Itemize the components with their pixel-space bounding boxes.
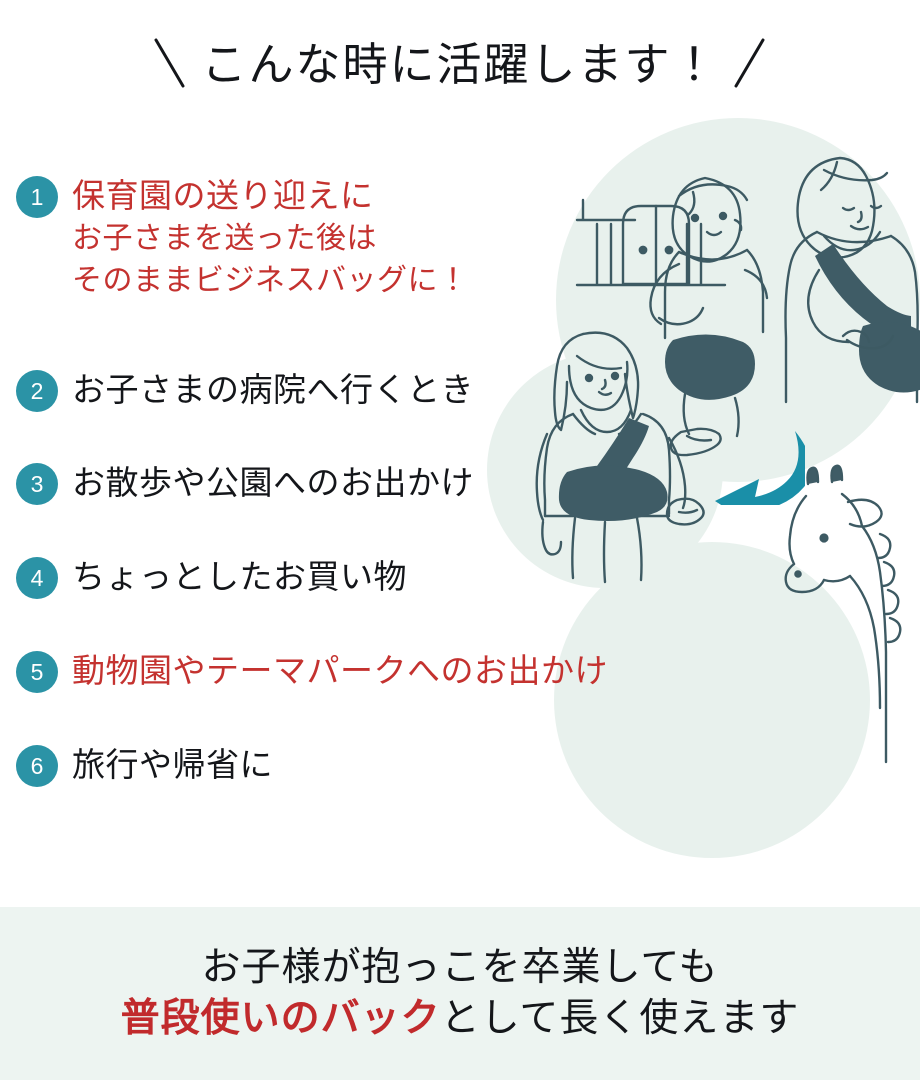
list-item-subline: そのままビジネスバッグに！ — [72, 264, 469, 298]
list-item-body: 保育園の送り迎えに お子さまを送った後は そのままビジネスバッグに！ — [72, 176, 469, 302]
curved-down-left-arrow-icon — [715, 431, 805, 505]
list-item-number-badge: 3 — [16, 463, 58, 505]
page-title-text: こんな時に活躍します！ — [201, 38, 719, 90]
list-item: 4 ちょっとしたお買い物 — [16, 557, 407, 599]
list-item: 3 お散歩や公園へのお出かけ — [16, 463, 474, 505]
list-item-body: お散歩や公園へのお出かけ — [72, 463, 474, 503]
list-item-number-badge: 1 — [16, 176, 58, 218]
illustration-woman-with-sling-bag — [535, 331, 705, 584]
banner-rest-text: として長く使えます — [440, 996, 800, 1040]
list-item-number-badge: 5 — [16, 651, 58, 693]
banner-line-1: お子様が抱っこを卒業しても — [201, 945, 719, 989]
list-item-title: 保育園の送り迎えに — [72, 177, 374, 214]
list-item-body: 動物園やテーマパークへのお出かけ — [72, 651, 608, 691]
list-item-number-badge: 4 — [16, 557, 58, 599]
illustration-parent-holding-child — [575, 156, 920, 457]
list-item-body: 旅行や帰省に — [72, 745, 273, 785]
list-item-subtext: お子さまを送った後は そのままビジネスバッグに！ — [72, 219, 469, 302]
list-item: 1 保育園の送り迎えに お子さまを送った後は そのままビジネスバッグに！ — [16, 176, 469, 302]
list-item: 6 旅行や帰省に — [16, 745, 273, 787]
list-item-number-badge: 2 — [16, 370, 58, 412]
list-item-title: 動物園やテーマパークへのお出かけ — [72, 652, 608, 689]
list-item-title: お散歩や公園へのお出かけ — [72, 464, 474, 501]
list-item-body: お子さまの病院へ行くとき — [72, 370, 474, 410]
bottom-banner: お子様が抱っこを卒業しても 普段使いのバックとして長く使えます — [0, 907, 920, 1080]
list-item-title: 旅行や帰省に — [72, 746, 273, 783]
right-slash-icon — [733, 36, 767, 92]
list-item-subline: お子さまを送った後は — [72, 221, 377, 255]
list-item: 5 動物園やテーマパークへのお出かけ — [16, 651, 608, 693]
page-title: こんな時に活躍します！ — [0, 36, 920, 92]
left-slash-icon — [153, 36, 187, 92]
list-item-title: ちょっとしたお買い物 — [72, 558, 407, 595]
list-item-body: ちょっとしたお買い物 — [72, 557, 407, 597]
list-item-title: お子さまの病院へ行くとき — [72, 371, 474, 408]
list-item: 2 お子さまの病院へ行くとき — [16, 370, 474, 412]
banner-highlight-text: 普段使いのバック — [120, 996, 441, 1040]
list-item-number-badge: 6 — [16, 745, 58, 787]
illustration-giraffe — [784, 464, 902, 764]
banner-line-2: 普段使いのバックとして長く使えます — [121, 997, 800, 1042]
